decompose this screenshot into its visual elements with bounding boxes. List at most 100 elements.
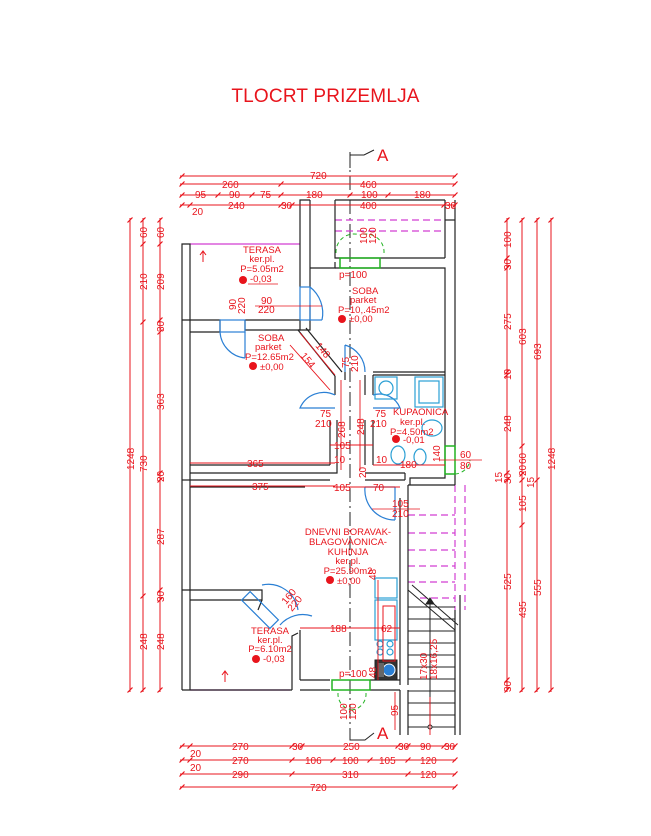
dim-right-525: 525 — [503, 573, 514, 590]
dim-10b: 10 — [376, 455, 388, 466]
right-dimension-lines — [506, 218, 552, 692]
level-marker-icon — [252, 655, 260, 663]
top-dimension-lines — [180, 175, 456, 206]
room-name: TERASA — [243, 245, 282, 256]
dim-bot-310: 310 — [342, 770, 359, 781]
dim-left-1248: 1248 — [126, 447, 137, 470]
dim-right-248: 248 — [503, 415, 514, 432]
dim-right-555: 555 — [533, 579, 544, 596]
dim-right-15: 15 — [526, 476, 537, 488]
dim-right-20: 20 — [518, 464, 529, 476]
room-level: -0,03 — [250, 274, 272, 285]
right-dimension-labels: 100 30 275 10 248 30 525 30 603 60 20 15… — [503, 231, 558, 692]
dim-bot-720: 720 — [310, 783, 327, 794]
left-dimension-lines — [129, 218, 161, 692]
room-name: SOBA — [258, 333, 285, 344]
dim-right-435: 435 — [518, 601, 529, 618]
window-bottom — [331, 679, 371, 711]
window-top-w: 100 — [359, 227, 370, 244]
room-floor: ker.pl. — [335, 556, 360, 567]
dim-right-275: 275 — [503, 313, 514, 330]
dim-left-363: 363 — [156, 393, 167, 410]
room-kupaonica: KUPAONICA ker.pl. P=4.50m2 -0,01 — [390, 407, 449, 446]
dim-105-hall: 105 — [334, 441, 351, 452]
room-name-line: KUHINJA — [328, 547, 369, 558]
dim-right-693: 693 — [533, 343, 544, 360]
dim-154: 154 — [298, 351, 317, 371]
dim-bot-30c: 30 — [444, 742, 456, 753]
dim-105-corr: 105 — [334, 483, 351, 494]
kitchen-counter-red — [382, 605, 396, 662]
room-area: P=6.10m2 — [248, 644, 292, 655]
dim-right-105: 105 — [518, 495, 529, 512]
window-top — [335, 233, 385, 269]
stair-spec-2: 18x16,25 — [429, 638, 440, 680]
room-name-line: DNEVNI BORAVAK- — [305, 527, 391, 538]
dim-95: 95 — [390, 704, 401, 716]
stair-spec-1: 17x30 — [419, 652, 430, 680]
dim-10a: 10 — [334, 455, 346, 466]
bottom-dimension-lines — [180, 745, 456, 788]
dim-bot-106: 106 — [305, 756, 322, 767]
room-level: ±0,00 — [337, 576, 361, 587]
door-terrace-v-h: 220 — [237, 297, 248, 314]
dim-bot-30a: 30 — [292, 742, 304, 753]
kitchen-stove — [374, 659, 398, 681]
dim-right-603: 603 — [518, 328, 529, 345]
dim-right-30b: 30 — [503, 472, 514, 484]
dim-top-240: 240 — [228, 201, 245, 212]
door-living-h: 210 — [392, 509, 409, 520]
dim-left-60a: 60 — [139, 226, 150, 238]
dim-left-60b: 60 — [156, 226, 167, 238]
dim-188: 188 — [330, 624, 347, 635]
dim-248: 248 — [356, 418, 367, 435]
room-area: P=5.05m2 — [240, 264, 284, 275]
dim-right-10: 10 — [503, 368, 514, 380]
level-marker-icon — [239, 276, 247, 284]
room-level: -0,03 — [263, 654, 285, 665]
door-hall2-h: 210 — [370, 419, 387, 430]
room-dnevni-boravak: DNEVNI BORAVAK- BLAGOVAONICA- KUHINJA ke… — [305, 527, 391, 587]
room-terasa-bottom: TERASA ker.pl. P=6.10m2 -0,03 — [248, 626, 292, 665]
dim-140: 140 — [432, 445, 443, 462]
dim-148: 148 — [313, 341, 332, 361]
bathroom-fixtures — [374, 376, 444, 656]
room-area: P=12.65m2 — [245, 352, 294, 363]
dim-left-20: 20 — [156, 470, 167, 482]
dim-left-30b: 30 — [156, 590, 167, 602]
slope-arrow-top — [199, 250, 207, 262]
dim-375: 375 — [252, 482, 269, 493]
dim-bot-20a: 20 — [190, 749, 202, 760]
room-floor: ker.pl. — [400, 417, 425, 428]
door-terrace-h: 220 — [258, 305, 275, 316]
dim-365: 365 — [247, 459, 264, 470]
bottom-dimension-labels: 270 30 250 30 90 30 20 270 106 100 105 1… — [190, 742, 456, 794]
room-floor: ker.pl. — [257, 635, 282, 646]
dim-48b: 48 — [368, 666, 379, 678]
dim-15: 15 — [494, 471, 505, 483]
dim-top-30a: 30 — [281, 201, 293, 212]
door-hall1-h: 210 — [315, 419, 332, 430]
slope-arrow-bottom — [221, 670, 229, 682]
level-markers — [239, 276, 400, 663]
top-dimension-labels: 720 260 460 95 90 75 180 100 180 20 240 … — [192, 171, 457, 218]
dim-top-180b: 180 — [414, 190, 431, 201]
dim-top-100: 100 — [361, 190, 378, 201]
dim-180: 180 — [400, 460, 417, 471]
dim-right-1248: 1248 — [547, 447, 558, 470]
dim-bot-270b: 270 — [232, 756, 249, 767]
inner-dimension-lines — [190, 332, 445, 735]
window-top-sill: p=100 — [339, 270, 368, 281]
dim-left-210: 210 — [139, 273, 150, 290]
room-soba-1: SOBA parket P=10,.45m2 ±0,00 — [338, 286, 390, 325]
room-floor: ker.pl. — [249, 254, 274, 265]
room-name: SOBA — [352, 286, 379, 297]
room-area: P=4.50m2 — [390, 427, 434, 438]
dim-bot-250: 250 — [343, 742, 360, 753]
room-floor: parket — [350, 295, 377, 306]
room-level: ±0,00 — [260, 362, 284, 373]
room-area: P=25.90m2 — [324, 566, 373, 577]
dim-top-30b: 30 — [445, 201, 457, 212]
dim-top-400: 400 — [360, 201, 377, 212]
room-level: ±0,00 — [349, 314, 373, 325]
